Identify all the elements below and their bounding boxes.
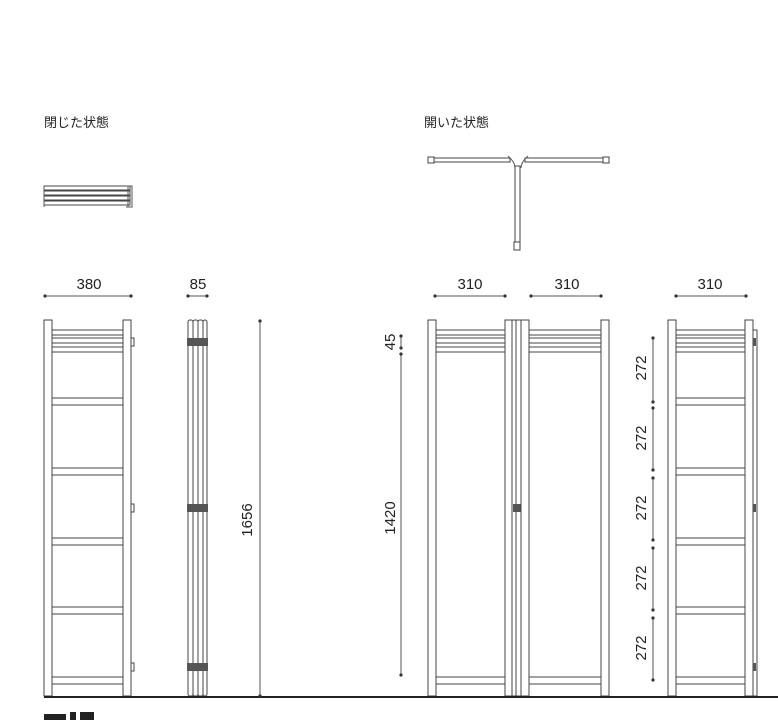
dim-total-height: 1656	[239, 503, 256, 536]
dim-shelf-pitch-5: 272	[633, 635, 650, 660]
logo-mark	[44, 712, 94, 720]
dim-panel-width-3: 310	[697, 276, 722, 293]
closed-plan-view	[43, 185, 133, 208]
dim-shelf-pitch-3: 272	[633, 495, 650, 520]
dim-panel-width-2: 310	[554, 276, 579, 293]
dim-inner-height: 1420	[382, 501, 399, 534]
dim-shelf-pitch-2: 272	[633, 425, 650, 450]
open-state-label: 開いた状態	[424, 116, 490, 131]
closed-state-label: 閉じた状態	[44, 116, 110, 131]
dim-closed-width: 380	[76, 276, 101, 293]
closed-front-elevation	[43, 319, 135, 697]
closed-side-elevation	[187, 319, 208, 697]
dim-shelf-pitch-1: 272	[633, 355, 650, 380]
open-shelf-elevation	[667, 319, 758, 697]
open-front-elevation	[427, 319, 610, 697]
dim-panel-width-1: 310	[457, 276, 482, 293]
dimension-lines	[43, 294, 748, 698]
dim-shelf-pitch-4: 272	[633, 565, 650, 590]
dim-top-gap: 45	[382, 334, 399, 351]
open-plan-view	[427, 155, 610, 251]
dim-closed-depth: 85	[190, 276, 207, 293]
